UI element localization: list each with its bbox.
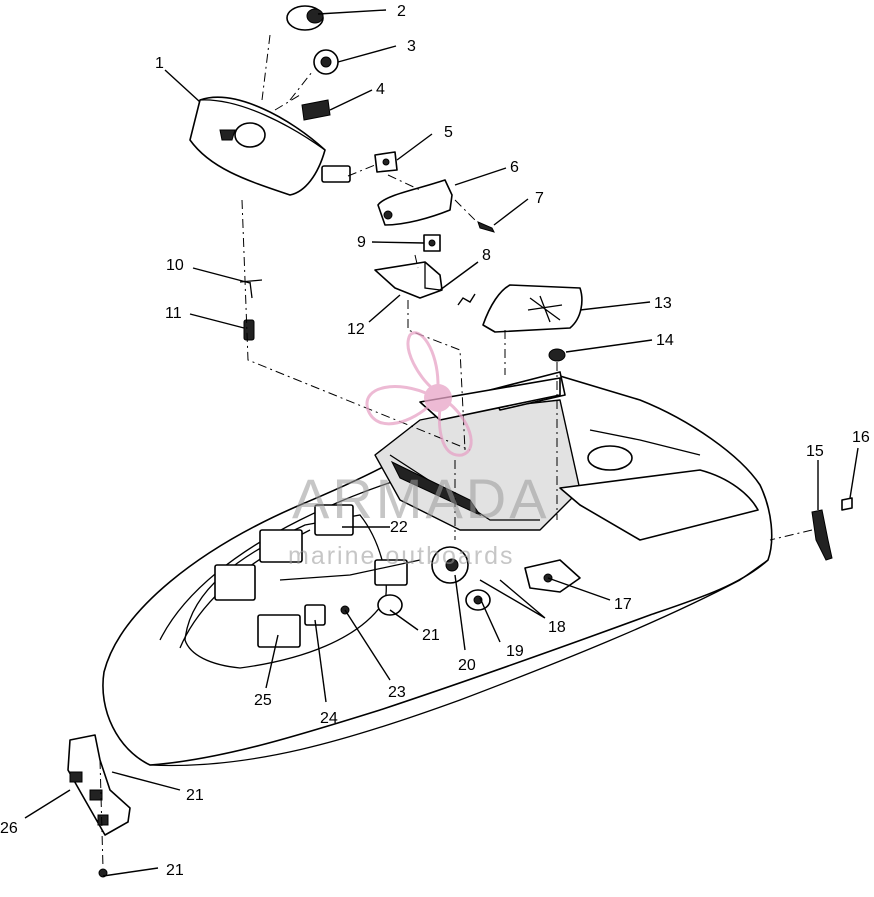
bracket-part-26 <box>67 734 131 878</box>
callout-19: 19 <box>506 643 524 660</box>
callout-11: 11 <box>165 305 182 322</box>
callout-2: 2 <box>397 3 406 20</box>
watermark-brand: ARMADA <box>292 467 550 530</box>
spring-part-11 <box>243 319 255 341</box>
hood-cap-part <box>189 96 351 196</box>
callout-18: 18 <box>548 619 566 636</box>
callout-21-upper: 21 <box>422 627 440 644</box>
leader-lines <box>24 9 859 877</box>
assembly-lines <box>99 34 813 869</box>
callout-22: 22 <box>390 519 408 536</box>
callout-23: 23 <box>388 684 406 701</box>
callout-13: 13 <box>654 295 672 312</box>
callout-8: 8 <box>482 247 491 264</box>
callout-25: 25 <box>254 692 272 709</box>
grommet-part-14 <box>548 348 566 362</box>
hinge-part-15 <box>811 509 833 561</box>
callout-1: 1 <box>155 55 164 72</box>
switch-part-4 <box>301 99 331 121</box>
callout-9: 9 <box>357 234 366 251</box>
cover-plate-part-13 <box>482 284 583 333</box>
clip-part-16 <box>841 497 853 511</box>
callout-15: 15 <box>806 443 824 460</box>
callout-7: 7 <box>535 190 544 207</box>
pin-part-10 <box>239 279 263 299</box>
watermark-tagline: marine outboards <box>288 542 515 570</box>
callout-16: 16 <box>852 429 870 446</box>
lamp-part-3 <box>313 49 339 75</box>
callout-21-middle: 21 <box>186 787 204 804</box>
callout-20: 20 <box>458 657 476 674</box>
callout-21-lower: 21 <box>166 862 184 879</box>
callout-labels: 2 3 4 1 5 6 7 9 8 10 11 12 13 14 15 16 2… <box>0 3 870 879</box>
watermark: ARMADA marine outboards <box>288 331 550 570</box>
callout-24: 24 <box>320 710 338 727</box>
callout-6: 6 <box>510 159 519 176</box>
callout-26: 26 <box>0 820 18 837</box>
callout-17: 17 <box>614 596 632 613</box>
callout-5: 5 <box>444 124 453 141</box>
callout-10: 10 <box>166 257 184 274</box>
callout-4: 4 <box>376 81 385 98</box>
propeller-logo <box>365 331 473 457</box>
bracket-parts <box>374 151 495 306</box>
callout-12: 12 <box>347 321 365 338</box>
callout-14: 14 <box>656 332 674 349</box>
knob-part-2 <box>286 5 324 31</box>
callout-3: 3 <box>407 38 416 55</box>
